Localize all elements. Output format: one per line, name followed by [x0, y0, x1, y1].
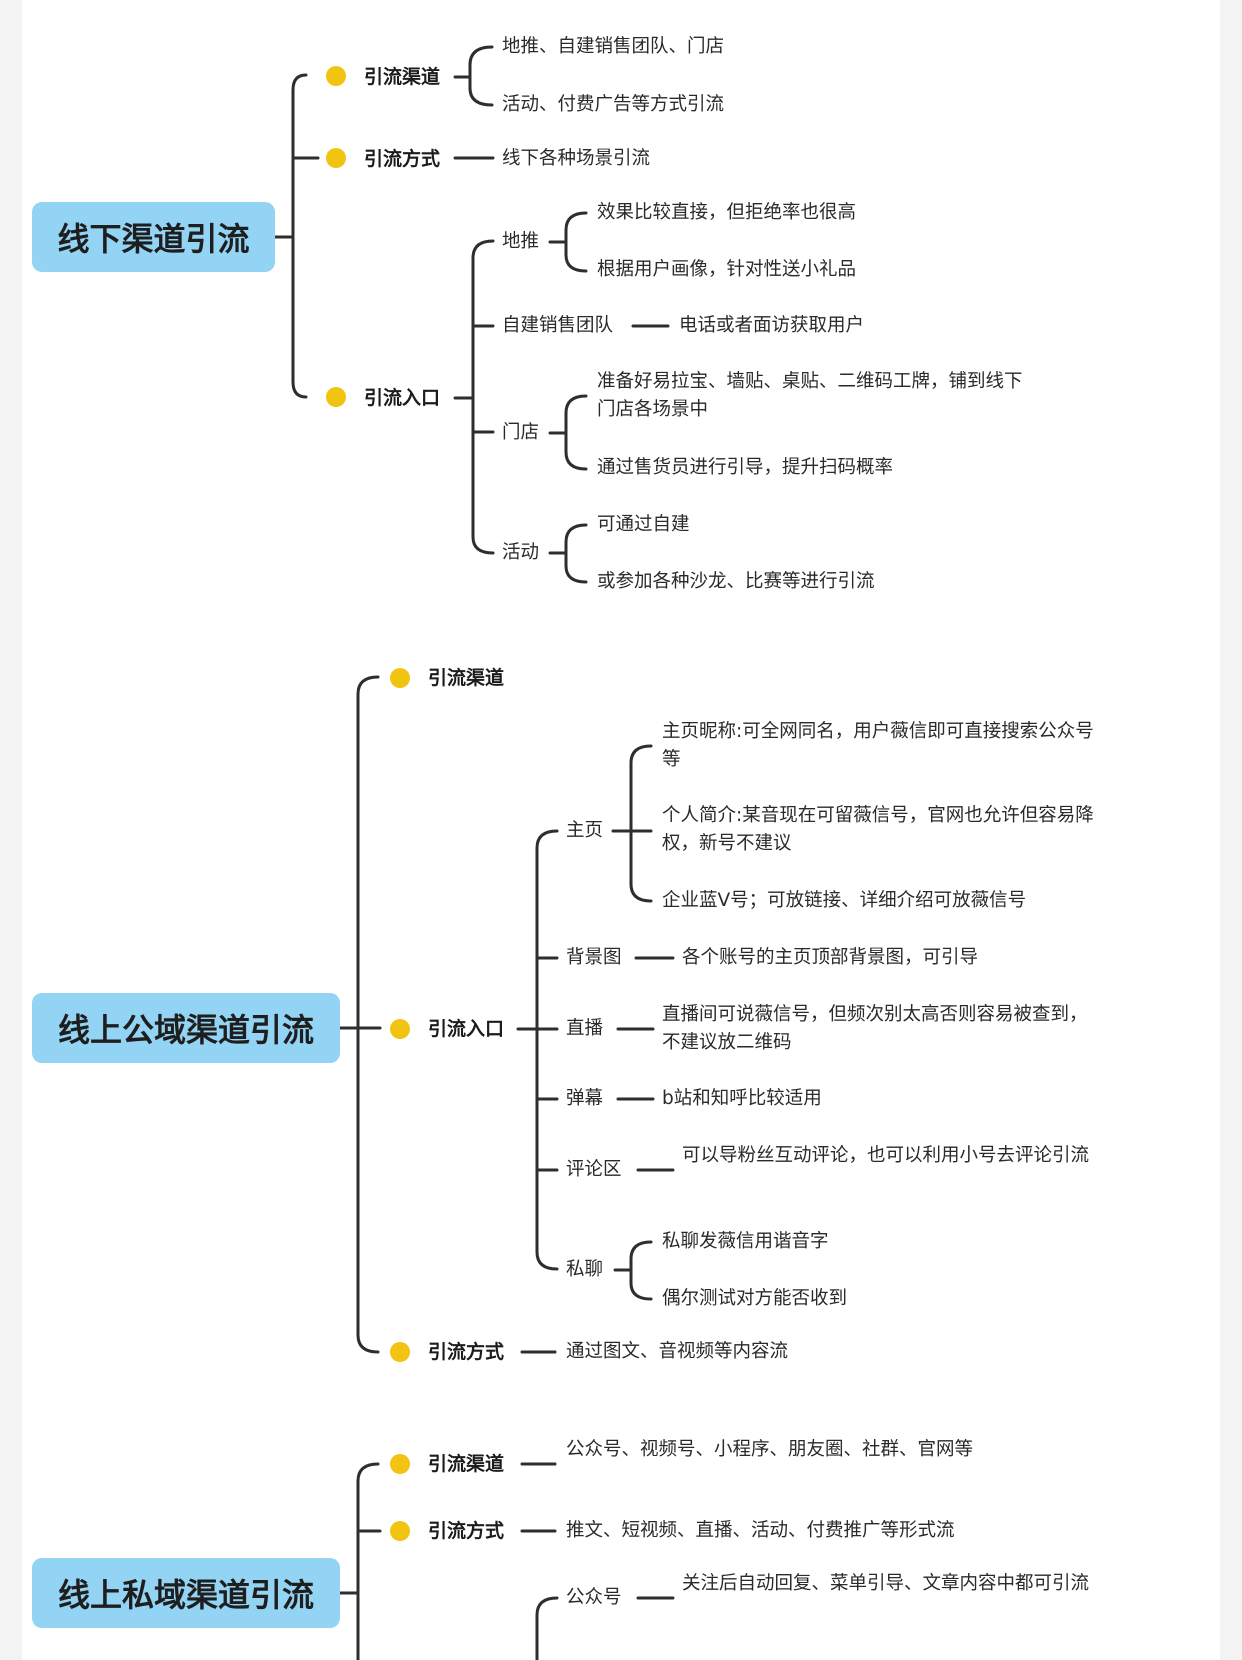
- node-ditui-item[interactable]: 根据用户画像，针对性送小礼品: [597, 259, 857, 280]
- node-methods[interactable]: 引流方式: [428, 1520, 505, 1542]
- node-methods-text[interactable]: 通过图文、音视频等内容流: [566, 1341, 789, 1362]
- node-channels-text[interactable]: 公众号、视频号、小程序、朋友圈、社群、官网等: [566, 1439, 974, 1460]
- root-node-public-domain[interactable]: 线上公域渠道引流: [32, 993, 340, 1063]
- node-official-account[interactable]: 公众号: [566, 1587, 622, 1608]
- node-sales-team[interactable]: 自建销售团队: [502, 315, 614, 336]
- node-sales-team-text[interactable]: 电话或者面访获取用户: [679, 315, 865, 336]
- bullet-dot-icon: [390, 1342, 410, 1362]
- node-store[interactable]: 门店: [502, 422, 540, 443]
- node-channel-item[interactable]: 活动、付费广告等方式引流: [502, 94, 725, 115]
- node-homepage-item[interactable]: 企业蓝V号；可放链接、详细介绍可放薇信号: [662, 890, 1027, 911]
- node-background-text[interactable]: 各个账号的主页顶部背景图，可引导: [682, 947, 979, 968]
- node-channels[interactable]: 引流渠道: [364, 66, 441, 88]
- node-methods[interactable]: 引流方式: [428, 1341, 505, 1363]
- node-homepage-item[interactable]: 主页昵称:可全网同名，用户薇信即可直接搜索公众号等: [662, 721, 1094, 770]
- node-live[interactable]: 直播: [566, 1018, 604, 1039]
- root-node-offline[interactable]: 线下渠道引流: [32, 202, 275, 272]
- bullet-dot-icon: [390, 1454, 410, 1474]
- node-entry[interactable]: 引流入口: [428, 1018, 505, 1040]
- node-homepage-item[interactable]: 个人简介:某音现在可留薇信号，官网也允许但容易降权，新号不建议: [662, 805, 1094, 854]
- node-channels[interactable]: 引流渠道: [428, 1453, 505, 1475]
- node-comment[interactable]: 评论区: [566, 1159, 622, 1180]
- bullet-dot-icon: [390, 1019, 410, 1039]
- node-background[interactable]: 背景图: [566, 947, 622, 968]
- node-private-msg[interactable]: 私聊: [566, 1259, 604, 1280]
- node-private-msg-item[interactable]: 偶尔测试对方能否收到: [662, 1288, 848, 1309]
- node-homepage[interactable]: 主页: [566, 820, 604, 841]
- bullet-dot-icon: [390, 1521, 410, 1541]
- node-private-msg-item[interactable]: 私聊发薇信用谐音字: [662, 1231, 829, 1252]
- root-node-label: 线上公域渠道引流: [57, 1011, 314, 1049]
- bullet-dot-icon: [326, 66, 346, 86]
- node-comment-text[interactable]: 可以导粉丝互动评论，也可以利用小号去评论引流: [682, 1145, 1090, 1166]
- root-node-label: 线下渠道引流: [57, 220, 250, 258]
- root-node-private-domain[interactable]: 线上私域渠道引流: [32, 1558, 340, 1628]
- node-activity-item[interactable]: 或参加各种沙龙、比赛等进行引流: [597, 571, 875, 592]
- bullet-dot-icon: [390, 668, 410, 688]
- node-danmu[interactable]: 弹幕: [566, 1088, 604, 1109]
- node-danmu-text[interactable]: b站和知呼比较适用: [662, 1088, 822, 1109]
- bullet-dot-icon: [326, 148, 346, 168]
- root-node-label: 线上私域渠道引流: [57, 1576, 314, 1614]
- bullet-dot-icon: [326, 387, 346, 407]
- node-activity-item[interactable]: 可通过自建: [597, 514, 690, 535]
- node-channels[interactable]: 引流渠道: [428, 667, 505, 689]
- node-ditui[interactable]: 地推: [502, 231, 540, 252]
- node-official-account-text[interactable]: 关注后自动回复、菜单引导、文章内容中都可引流: [682, 1573, 1090, 1594]
- node-methods-text[interactable]: 推文、短视频、直播、活动、付费推广等形式流: [566, 1520, 955, 1541]
- node-store-item[interactable]: 通过售货员进行引导，提升扫码概率: [597, 457, 894, 478]
- node-ditui-item[interactable]: 效果比较直接，但拒绝率也很高: [597, 202, 857, 223]
- node-activity[interactable]: 活动: [502, 542, 540, 563]
- node-methods[interactable]: 引流方式: [364, 148, 441, 170]
- node-store-item[interactable]: 准备好易拉宝、墙贴、桌贴、二维码工牌，铺到线下门店各场景中: [597, 371, 1023, 420]
- node-live-text[interactable]: 直播间可说薇信号，但频次别太高否则容易被查到，不建议放二维码: [662, 1004, 1088, 1053]
- node-entry[interactable]: 引流入口: [364, 387, 441, 409]
- node-channel-item[interactable]: 地推、自建销售团队、门店: [502, 36, 725, 57]
- node-methods-text[interactable]: 线下各种场景引流: [502, 148, 651, 169]
